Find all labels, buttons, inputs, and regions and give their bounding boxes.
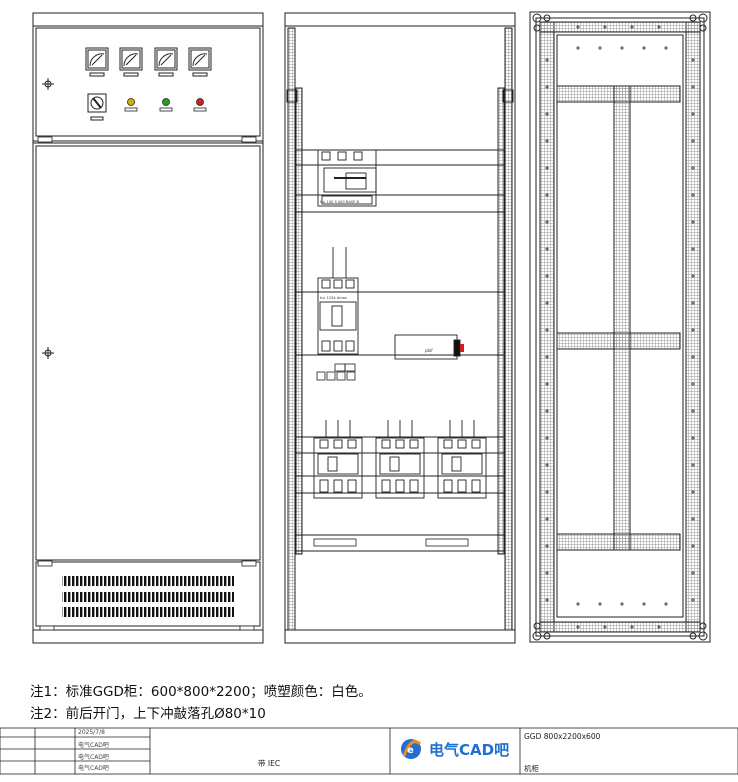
frame-cross-mark [664, 46, 668, 50]
frame-cross-mark [603, 25, 607, 29]
front-hinges [37, 136, 257, 631]
frame-cross-mark [545, 571, 549, 575]
frame-cross-mark [620, 46, 624, 50]
frame-cross-mark [691, 328, 695, 332]
breaker-rating-label: Icu 1234 Amax [320, 296, 348, 300]
title-company-1: 电气CAD吧 [78, 742, 109, 749]
frame-cross-mark [576, 46, 580, 50]
frame-cross-mark [545, 274, 549, 278]
frame-cross-mark [691, 85, 695, 89]
frame-cross-mark [545, 382, 549, 386]
frame-cross-mark [545, 139, 549, 143]
frame-cross-mark [691, 355, 695, 359]
internal-view [284, 12, 516, 644]
frame-cross-mark [642, 46, 646, 50]
frame-cross-mark [598, 602, 602, 606]
meter-icon [85, 47, 212, 77]
frame-cross-mark [545, 598, 549, 602]
frame-cross-mark [691, 490, 695, 494]
frame-crosses [545, 25, 695, 629]
title-block [0, 727, 738, 775]
frame-cross-mark [657, 25, 661, 29]
logo-icon: e [401, 739, 421, 759]
frame-cross-mark [691, 571, 695, 575]
frame-cross-mark [545, 463, 549, 467]
frame-cross-mark [545, 58, 549, 62]
frame-cross-mark [545, 436, 549, 440]
title-company-3: 电气CAD吧 [78, 765, 109, 772]
logo-text: 电气CAD吧 [429, 741, 510, 759]
frame-cross-mark [657, 625, 661, 629]
indicator-lamp-icon [124, 98, 207, 112]
frame-cross-mark [691, 382, 695, 386]
ground-bars [313, 538, 469, 547]
frame-cross-mark [576, 625, 580, 629]
frame-cross-mark [545, 355, 549, 359]
frame-cross-mark [691, 220, 695, 224]
title-company-2: 电气CAD吧 [78, 754, 109, 761]
frame-cross-mark [545, 517, 549, 521]
frame-cross-mark [630, 25, 634, 29]
frame-cross-mark [691, 463, 695, 467]
frame-corners [532, 13, 708, 641]
frame-cross-mark [603, 625, 607, 629]
frame-cross-mark [598, 46, 602, 50]
frame-cross-mark [691, 112, 695, 116]
terminal-block [316, 363, 356, 381]
frame-cross-mark [691, 58, 695, 62]
crosshair-icon [42, 78, 54, 359]
frame-cross-mark [545, 490, 549, 494]
main-breaker [317, 247, 359, 355]
note-1: 注1：标准GGD柜：600*800*2200；喷塑颜色：白色。 [30, 684, 372, 700]
frame-cross-mark [642, 602, 646, 606]
frame-cross-mark [664, 602, 668, 606]
svg-text:e: e [407, 745, 414, 756]
title-date: 2025/7/8 [78, 729, 105, 736]
frame-cross-mark [545, 112, 549, 116]
front-view [32, 12, 264, 644]
title-part-name: 机柜 [524, 764, 539, 773]
frame-cross-mark [691, 301, 695, 305]
frame-cross-mark [691, 274, 695, 278]
frame-cross-mark [545, 85, 549, 89]
frame-cross-mark [691, 436, 695, 440]
frame-cross-mark [576, 25, 580, 29]
frame-cross-mark [545, 544, 549, 548]
frame-cross-mark [691, 247, 695, 251]
frame-cross-mark [691, 544, 695, 548]
frame-cross-mark [545, 166, 549, 170]
frame-cross-mark [691, 166, 695, 170]
frame-cross-mark [691, 139, 695, 143]
frame-cross-mark [630, 625, 634, 629]
din-device [394, 334, 464, 360]
frame-cross-mark [620, 602, 624, 606]
switch-rating-label: Icu 100 S 400 BASE B [320, 200, 360, 204]
frame-cross-mark [691, 598, 695, 602]
main-switch [317, 149, 377, 207]
frame-cross-mark [545, 247, 549, 251]
rotary-switch-icon [87, 93, 107, 121]
frame-cross-mark [545, 301, 549, 305]
vent-slots [62, 576, 234, 617]
frame-cross-mark [691, 517, 695, 521]
frame-cross-mark [691, 409, 695, 413]
din-device-label: pbif [425, 348, 433, 353]
frame-cross-mark [545, 193, 549, 197]
title-standard: 带 IEC [258, 759, 281, 768]
frame-cross-mark [576, 602, 580, 606]
frame-cross-mark [545, 220, 549, 224]
title-model: GGD 800x2200x600 [524, 732, 601, 741]
frame-cross-mark [691, 193, 695, 197]
note-2: 注2：前后开门，上下冲敲落孔Ø80*10 [30, 706, 266, 722]
frame-cross-mark [545, 409, 549, 413]
branch-breakers [313, 420, 487, 499]
frame-cross-mark [545, 328, 549, 332]
frame-view [529, 11, 711, 643]
